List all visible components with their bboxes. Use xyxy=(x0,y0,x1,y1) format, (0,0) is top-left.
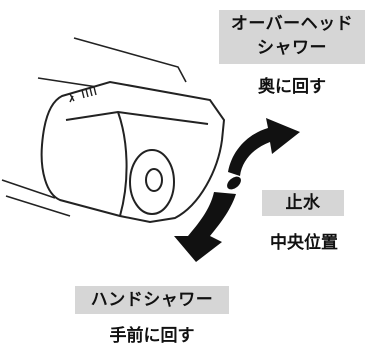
rotation-arrow-back xyxy=(228,118,300,176)
overhead-shower-line2: シャワー xyxy=(257,38,327,58)
overhead-shower-label: オーバーヘッド シャワー xyxy=(219,10,365,64)
hand-shower-action: 手前に回す xyxy=(109,326,195,346)
stop-water-label: 止水 xyxy=(262,190,344,216)
overhead-shower-action: 奥に回す xyxy=(258,77,326,97)
rotation-arrow-center-dot xyxy=(227,176,241,190)
rotation-arrow-forward xyxy=(174,192,236,262)
overhead-shower-line1: オーバーヘッド xyxy=(230,14,354,34)
hand-shower-label: ハンドシャワー xyxy=(75,286,229,314)
indicator-marks xyxy=(69,86,97,103)
handle-knob xyxy=(40,80,226,224)
stop-water-action: 中央位置 xyxy=(270,233,338,253)
